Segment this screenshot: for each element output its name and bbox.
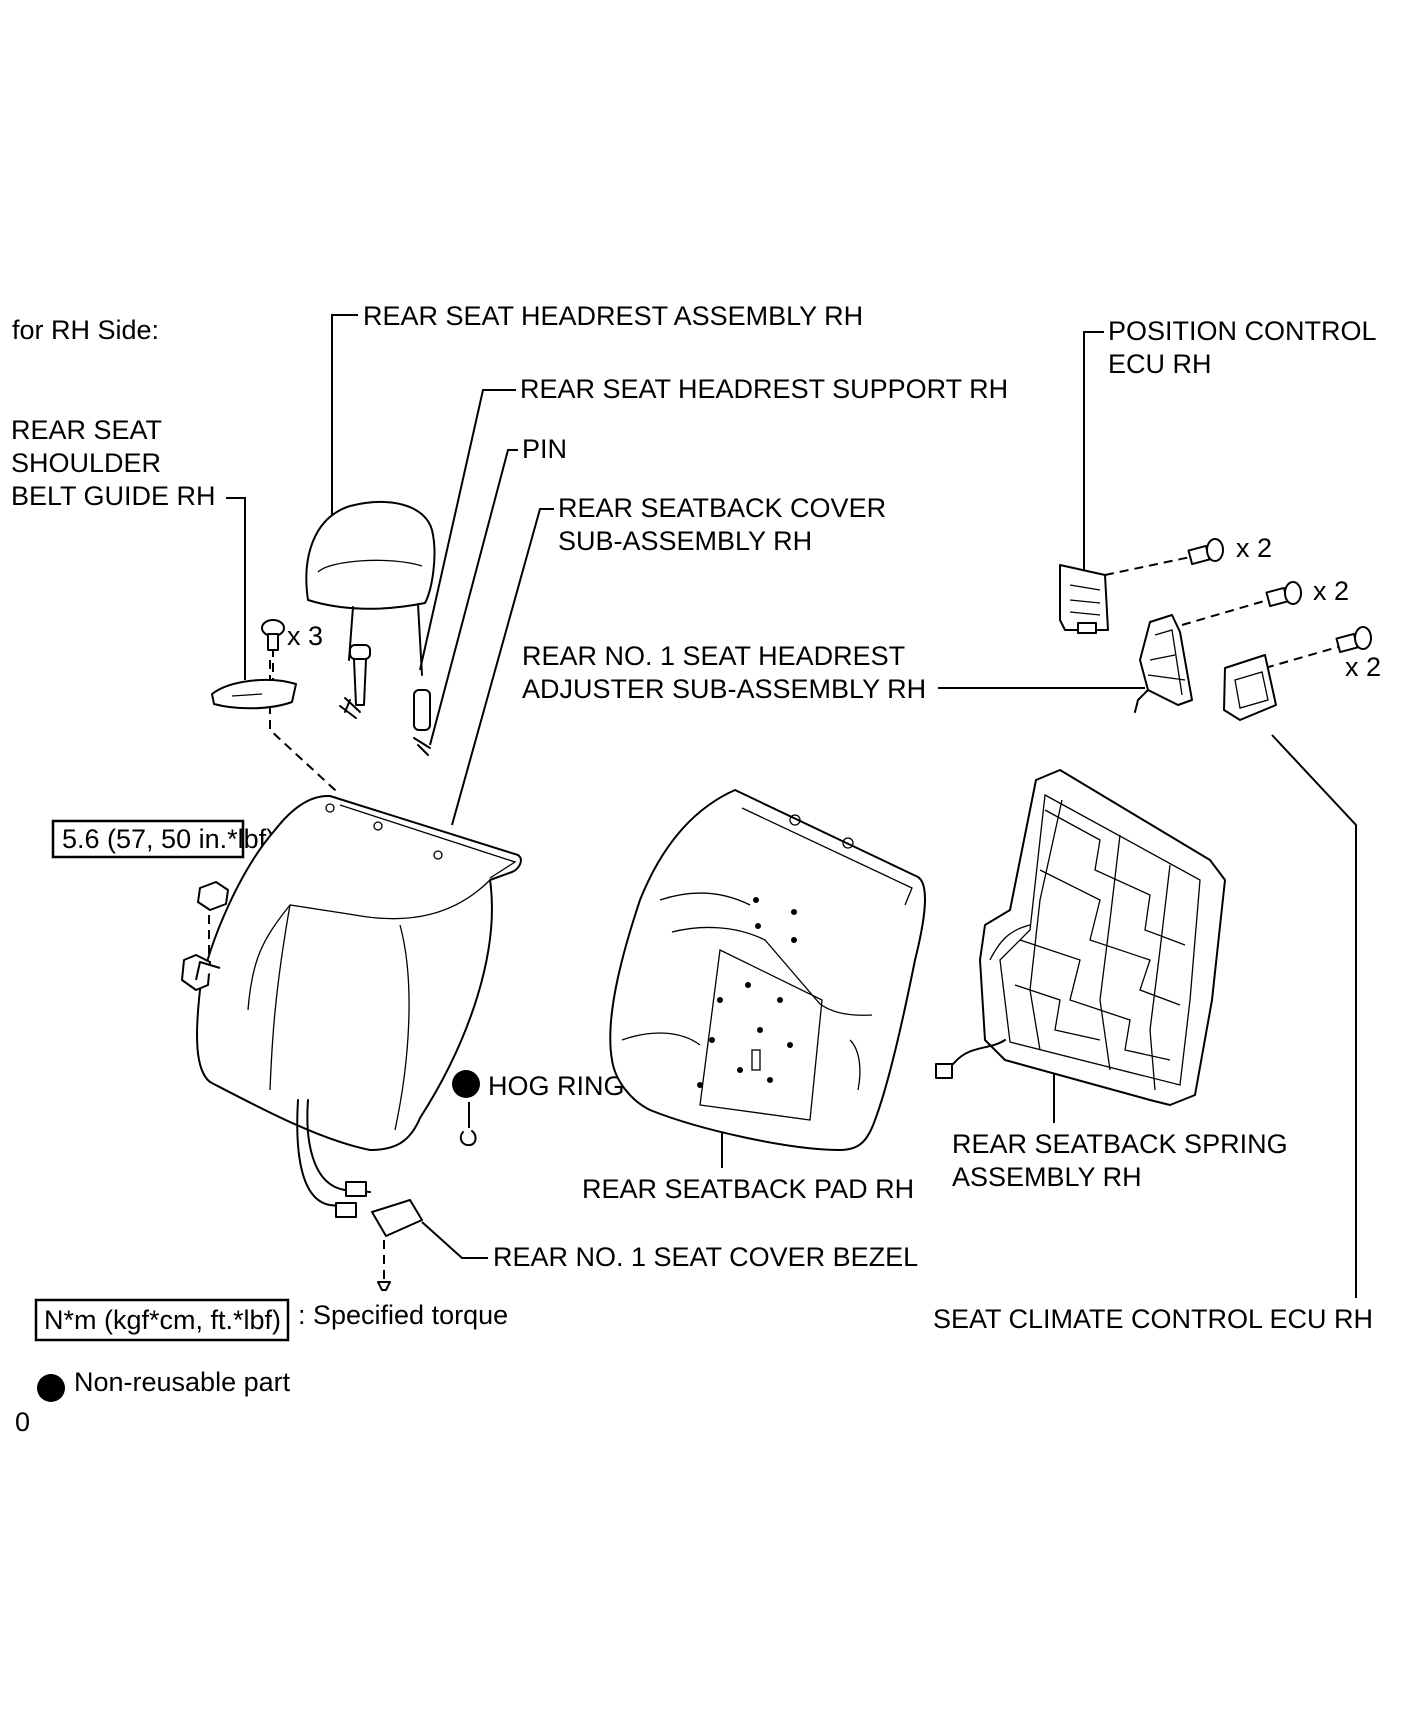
ecu-bolt-1 [1187,538,1224,566]
label-spring-assembly-line2: ASSEMBLY RH [952,1162,1142,1192]
leader-belt-guide [226,497,246,680]
leader-headrest-support [419,389,516,671]
pin-part-right [413,689,431,756]
legend-torque-units: N*m (kgf*cm, ft.*lbf) [44,1305,281,1335]
label-belt-guide-line1: REAR SEAT [11,415,162,445]
label-hog-ring: HOG RING [488,1071,625,1101]
leader-seatback-cover [451,508,554,826]
legend-torque-box [34,1298,290,1342]
ecu-bolt-3 [1335,626,1372,654]
headrest-adjuster [1134,614,1193,713]
seatback-cover [181,794,522,1291]
label-climate-ecu: SEAT CLIMATE CONTROL ECU RH [933,1304,1373,1334]
label-headrest-adjuster-line2: ADJUSTER SUB-ASSEMBLY RH [522,674,926,704]
label-headrest-support: REAR SEAT HEADREST SUPPORT RH [520,374,1008,404]
seatback-pad [609,789,927,1151]
label-belt-guide-line2: SHOULDER [11,448,161,478]
label-spring-assembly-line1: REAR SEATBACK SPRING [952,1129,1288,1159]
torque-spec-value: 5.6 (57, 50 in.*lbf) [62,824,275,854]
dash-bolt2-to-adjuster [1181,596,1279,626]
hog-ring-part [452,1070,480,1147]
label-seatback-pad: REAR SEATBACK PAD RH [582,1174,914,1204]
label-cover-bezel: REAR NO. 1 SEAT COVER BEZEL [493,1242,918,1272]
side-label: for RH Side: [12,315,159,345]
ecu-bolt-2 [1265,581,1302,608]
label-headrest-adjuster-line1: REAR NO. 1 SEAT HEADREST [522,641,905,671]
leader-pin [429,449,518,746]
seatback-spring-assembly [935,769,1226,1106]
legend-nonreusable-dot-icon [37,1374,65,1402]
torque-spec-box [51,819,245,859]
label-seatback-cover-line1: REAR SEATBACK COVER [558,493,886,523]
leader-cover-bezel [421,1221,488,1259]
label-belt-guide-line3: BELT GUIDE RH [11,481,216,511]
headrest-support-part [349,644,371,706]
legend-nonreusable-text: Non-reusable part [74,1367,291,1397]
shoulder-belt-guide [211,678,297,710]
label-position-ecu-line2: ECU RH [1108,349,1212,379]
position-control-ecu [1059,564,1109,634]
figure-code: 0 [15,1407,30,1437]
headrest-assembly [305,500,436,676]
qty-ecu-bolts-2: x 2 [1313,576,1349,606]
dash-bolt1-to-ecu [1104,554,1201,576]
belt-guide-screw [261,619,285,651]
label-pin: PIN [522,434,567,464]
qty-ecu-bolts-1: x 2 [1236,533,1272,563]
label-headrest-assembly: REAR SEAT HEADREST ASSEMBLY RH [363,301,863,331]
qty-ecu-bolts-3: x 2 [1345,652,1381,682]
pin-part-left [339,697,361,719]
label-position-ecu-line1: POSITION CONTROL [1108,316,1377,346]
qty-belt-guide-screws: x 3 [287,621,323,651]
leader-climate-ecu [1271,734,1357,1298]
dash-bolt3-to-climate-ecu [1264,644,1346,669]
hog-ring-nonreusable-icon [452,1070,480,1098]
legend-torque-text: : Specified torque [298,1300,508,1330]
label-seatback-cover-line2: SUB-ASSEMBLY RH [558,526,812,556]
leader-headrest-assembly [331,314,358,515]
seat-climate-control-ecu [1223,654,1277,721]
leader-position-ecu [1083,331,1104,570]
